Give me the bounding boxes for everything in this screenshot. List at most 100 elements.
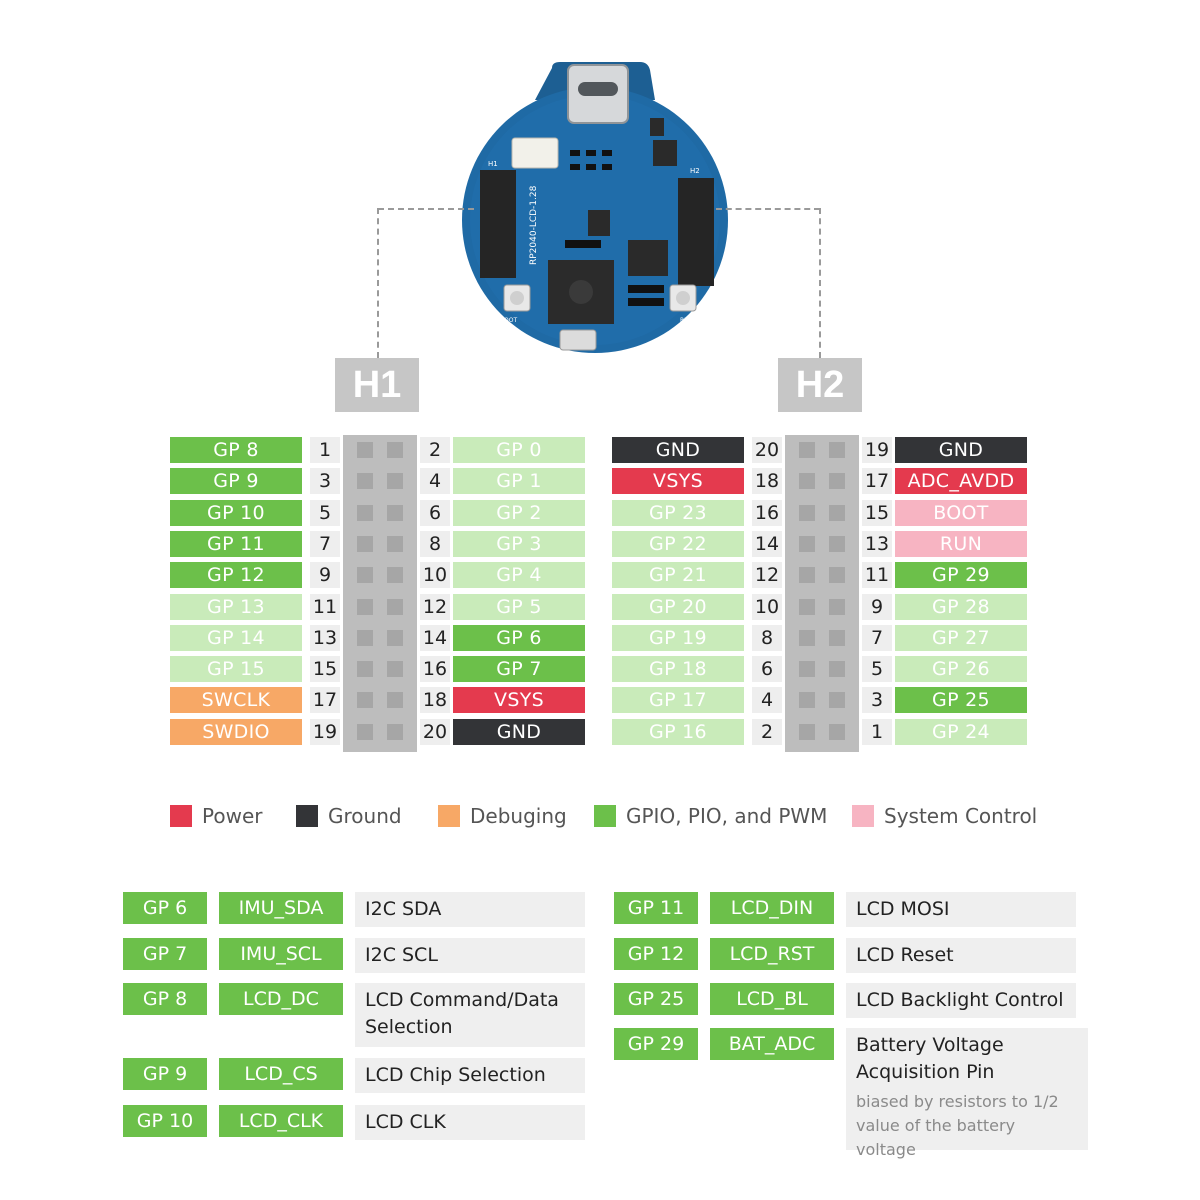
h1-pin-label: SWDIO <box>170 718 302 745</box>
h1-pin-label: GP 6 <box>453 624 585 651</box>
h1-pin-label: GP 12 <box>170 562 302 589</box>
function-description: LCD Backlight Control <box>846 983 1076 1018</box>
h1-pin <box>357 535 373 552</box>
h2-pin-label: GP 18 <box>612 656 744 683</box>
h1-pin <box>387 567 403 584</box>
h1-pin <box>387 535 403 552</box>
h2-connector-line <box>716 208 820 210</box>
h1-pin-label: GP 3 <box>453 530 585 557</box>
h1-pin <box>357 598 373 615</box>
legend-item: System Control <box>852 802 1037 830</box>
h2-pin <box>799 504 815 521</box>
h2-pin <box>829 504 845 521</box>
h1-pin <box>357 723 373 740</box>
board-h2-label: H2 <box>690 167 700 175</box>
battery-connector <box>511 137 559 169</box>
h1-pin-label: GP 13 <box>170 593 302 620</box>
h1-pin-number: 11 <box>310 593 340 620</box>
function-signal: LCD_RST <box>710 938 834 970</box>
h1-pin-number: 18 <box>420 687 450 714</box>
function-signal: BAT_ADC <box>710 1028 834 1060</box>
h1-pin-label: GP 5 <box>453 593 585 620</box>
h1-pin-number: 5 <box>310 499 340 526</box>
legend-swatch <box>296 805 318 827</box>
h2-pin-number: 10 <box>752 593 782 620</box>
h1-header-pins <box>480 170 516 278</box>
h2-pin <box>799 598 815 615</box>
h1-pin <box>387 629 403 646</box>
legend-label: Debuging <box>470 804 567 828</box>
legend-item: Debuging <box>438 802 567 830</box>
legend-swatch <box>438 805 460 827</box>
function-signal: IMU_SDA <box>219 892 343 924</box>
h1-pin-label: GP 10 <box>170 499 302 526</box>
h2-pin <box>829 661 845 678</box>
h2-pin <box>799 442 815 458</box>
h2-pin-label: RUN <box>895 530 1027 557</box>
h1-pin-label: GP 14 <box>170 624 302 651</box>
legend-swatch <box>170 805 192 827</box>
h2-pin-number: 20 <box>752 437 782 463</box>
h2-label: H2 <box>778 358 862 412</box>
function-signal: LCD_DIN <box>710 892 834 924</box>
h2-pin-label: GND <box>895 437 1027 463</box>
h2-pin-number: 13 <box>862 530 892 557</box>
h2-pin <box>829 473 845 490</box>
h2-pin-number: 12 <box>752 562 782 589</box>
h1-pin-label: GP 11 <box>170 530 302 557</box>
h2-pin <box>799 629 815 646</box>
h2-pin <box>799 723 815 740</box>
h2-pin-label: ADC_AVDD <box>895 468 1027 495</box>
h2-pin-label: GP 19 <box>612 624 744 651</box>
h2-pin-label: GP 28 <box>895 593 1027 620</box>
h2-pin <box>799 567 815 584</box>
function-description: I2C SCL <box>355 938 585 973</box>
h2-pin <box>799 473 815 490</box>
h1-pin <box>357 442 373 458</box>
h1-pin-number: 2 <box>420 437 450 463</box>
h2-pin-label: GP 22 <box>612 530 744 557</box>
lcd-driver-chip <box>628 240 668 276</box>
h2-pin-label: GP 20 <box>612 593 744 620</box>
h2-pin-number: 18 <box>752 468 782 495</box>
function-description: I2C SDA <box>355 892 585 927</box>
h2-pin-label: BOOT <box>895 499 1027 526</box>
h1-pin-number: 3 <box>310 468 340 495</box>
h1-pin-number: 15 <box>310 656 340 683</box>
h2-pin-label: GP 24 <box>895 718 1027 745</box>
h1-pin-number: 8 <box>420 530 450 557</box>
function-signal: LCD_DC <box>219 983 343 1015</box>
h1-pin-number: 12 <box>420 593 450 620</box>
h1-pin-number: 10 <box>420 562 450 589</box>
h1-pin <box>357 504 373 521</box>
h1-pin <box>357 661 373 678</box>
h1-pin <box>387 504 403 521</box>
h1-pin <box>357 629 373 646</box>
h1-pin-number: 17 <box>310 687 340 714</box>
imu-chip <box>653 140 677 166</box>
h1-pin-number: 4 <box>420 468 450 495</box>
h2-pin <box>829 567 845 584</box>
h1-pin-label: GP 7 <box>453 656 585 683</box>
board-h1-label: H1 <box>488 160 498 168</box>
h1-pin-number: 20 <box>420 718 450 745</box>
function-description: LCD CLK <box>355 1105 585 1140</box>
h1-pin <box>357 473 373 490</box>
h1-pin-number: 1 <box>310 437 340 463</box>
h1-pin-number: 7 <box>310 530 340 557</box>
function-gpio: GP 10 <box>123 1105 207 1137</box>
h2-pin <box>829 598 845 615</box>
h1-pin <box>387 473 403 490</box>
h1-pin-number: 19 <box>310 718 340 745</box>
function-gpio: GP 11 <box>614 892 698 924</box>
function-gpio: GP 25 <box>614 983 698 1015</box>
function-description: LCD Chip Selection <box>355 1058 585 1093</box>
h2-pin-number: 14 <box>752 530 782 557</box>
h2-pin-label: GP 23 <box>612 499 744 526</box>
legend-swatch <box>852 805 874 827</box>
h1-pin-label: GP 4 <box>453 562 585 589</box>
h1-pin-label: GP 2 <box>453 499 585 526</box>
board-model-text: RP2040-LCD-1.28 <box>529 185 539 265</box>
h2-pin-number: 4 <box>752 687 782 714</box>
function-gpio: GP 8 <box>123 983 207 1015</box>
